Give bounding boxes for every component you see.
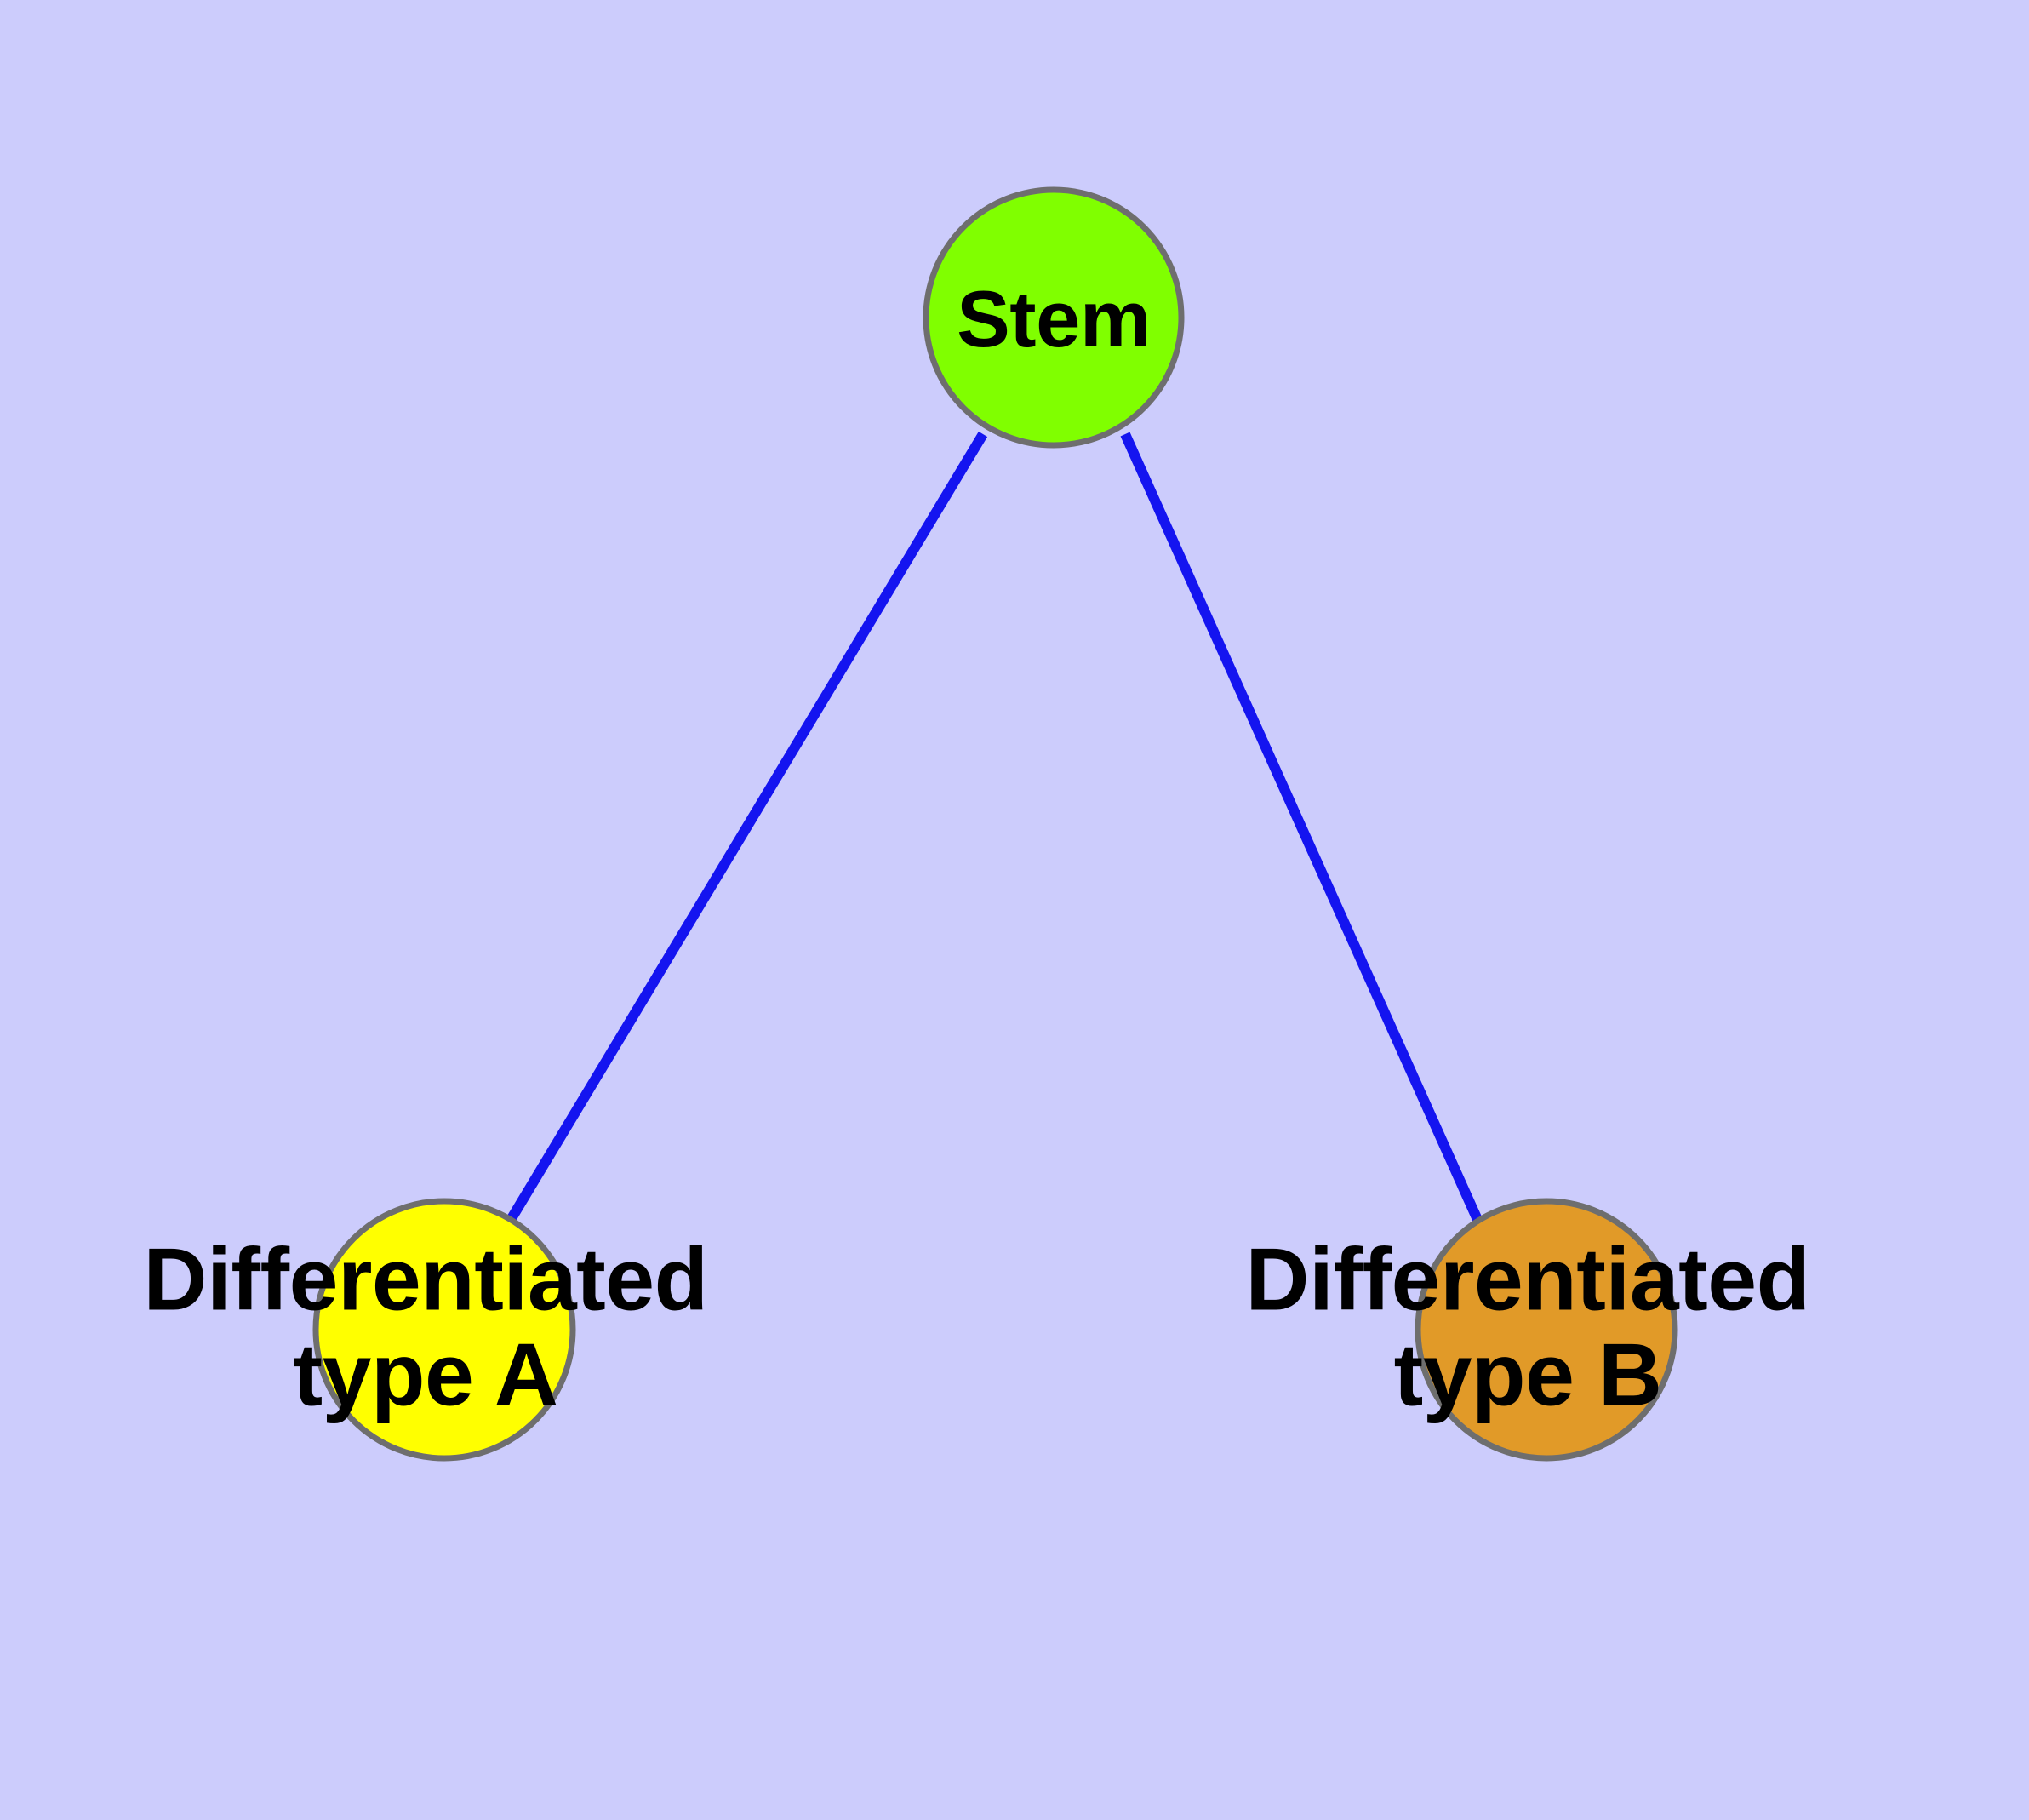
node-differentiated-type-b-circle[interactable] xyxy=(1415,1198,1678,1462)
edge-stem-to-differentiated-b xyxy=(1120,432,1483,1224)
node-stem-circle[interactable] xyxy=(923,186,1185,449)
nodes-layer xyxy=(312,186,1678,1462)
edge-stem-to-differentiated-a xyxy=(506,431,988,1223)
node-differentiated-type-a-circle[interactable] xyxy=(312,1198,576,1462)
edges-layer xyxy=(506,431,1483,1224)
